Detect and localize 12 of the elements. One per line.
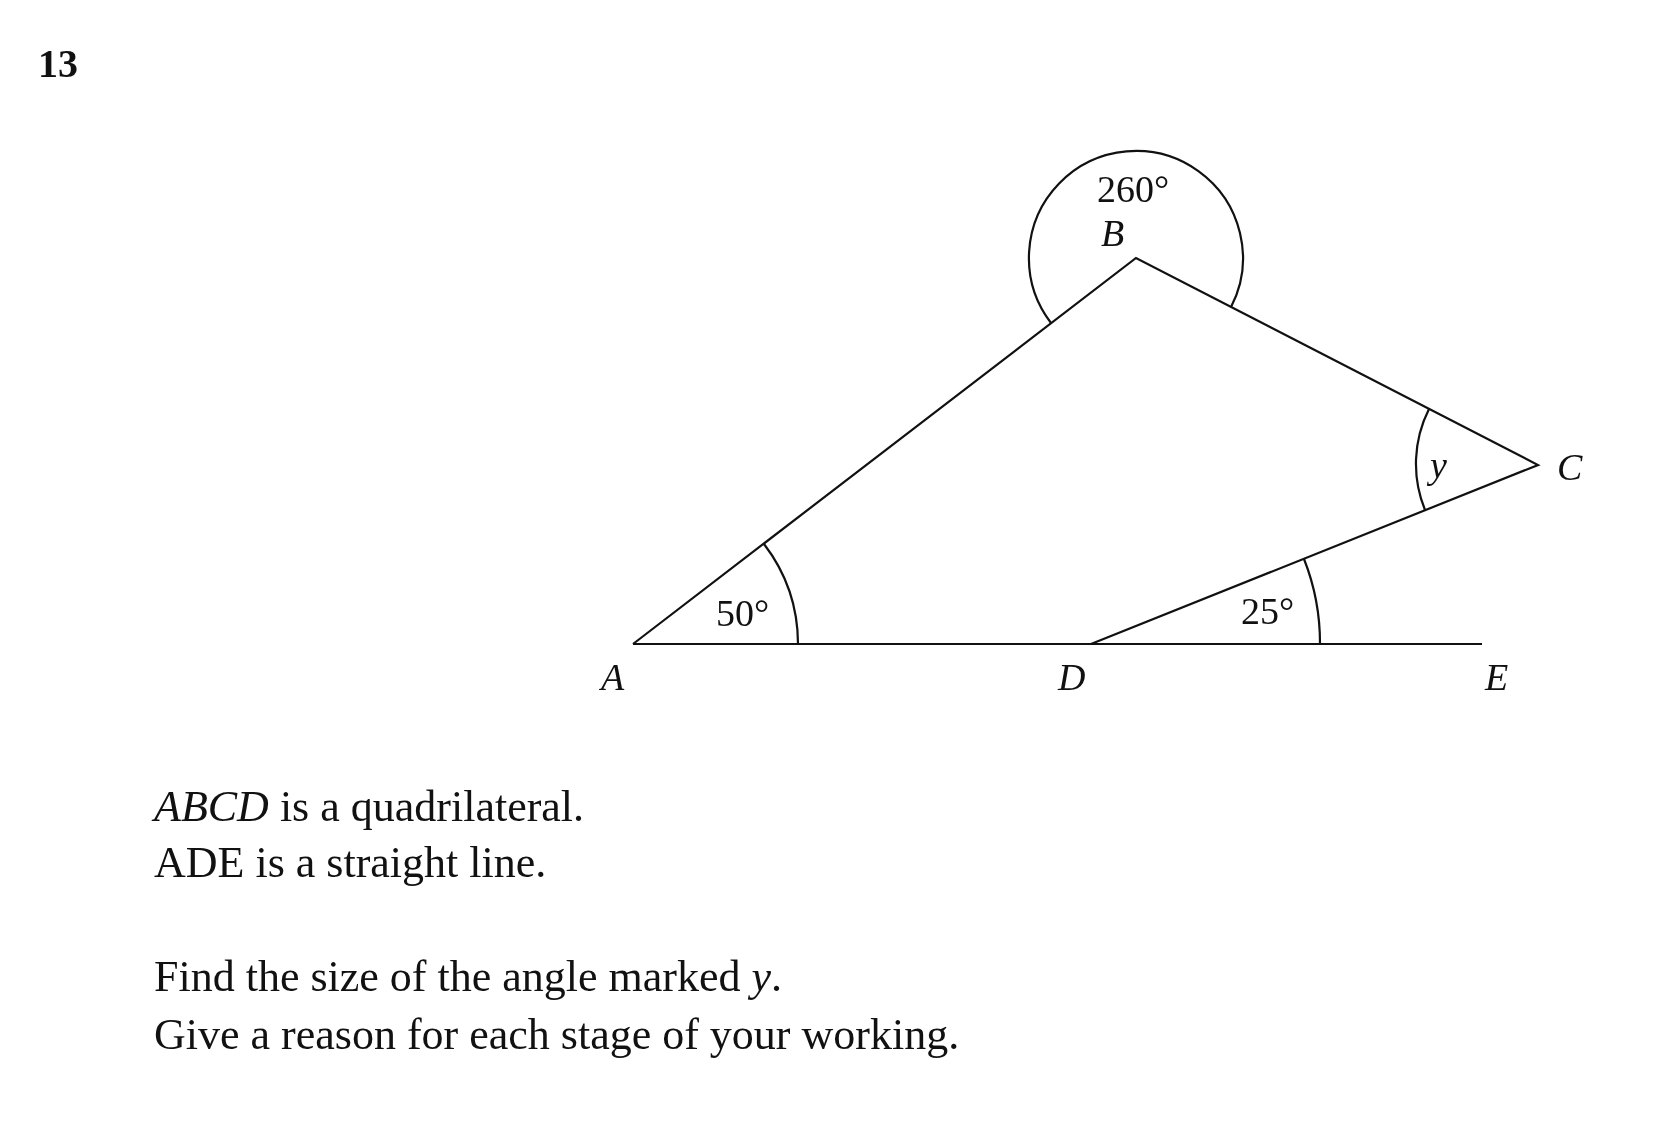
question-text: Give a reason for each stage of your working.	[154, 1013, 960, 1057]
angle-label: 260°	[1097, 170, 1170, 208]
angle-label: 50°	[716, 594, 770, 632]
question-text: ADE is a straight line.	[154, 841, 547, 885]
vertex-label: C	[1557, 448, 1583, 486]
question-number: 13	[38, 44, 78, 84]
vertex-label: A	[601, 658, 625, 696]
angle-label: 25°	[1241, 592, 1295, 630]
vertex-label: D	[1058, 658, 1086, 696]
question-text: Find the size of the angle marked y.	[154, 955, 782, 999]
vertex-label: B	[1101, 214, 1125, 252]
vertex-label: E	[1485, 658, 1509, 696]
